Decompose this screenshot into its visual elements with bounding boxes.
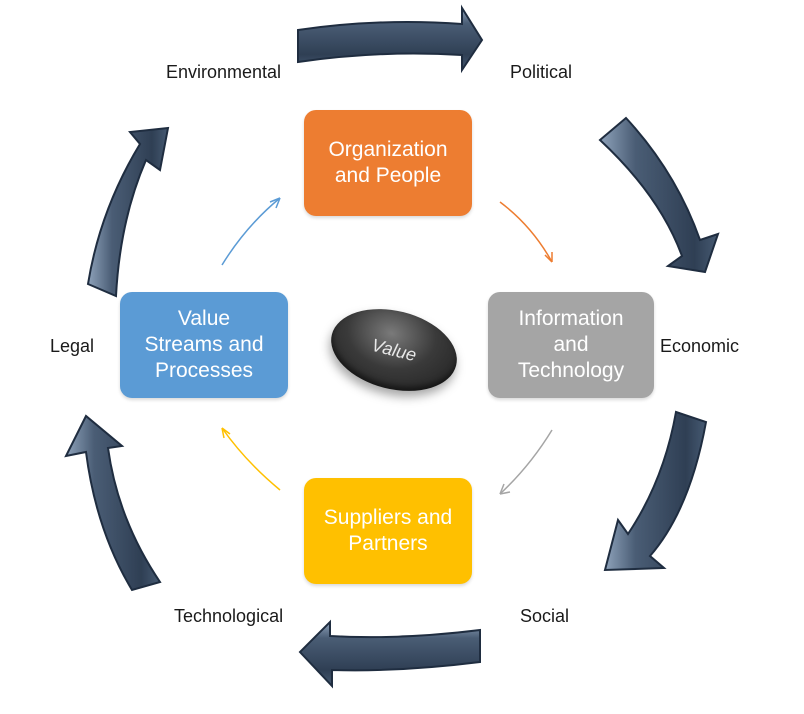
thin-curved-arrow-icon-yellow: [221, 427, 281, 491]
box-value-streams-processes-line1: Value: [177, 307, 231, 330]
factor-political: Political: [510, 62, 573, 82]
box-organization-people-line2: and People: [334, 164, 442, 187]
curved-block-arrow-icon-bottom: [298, 619, 481, 689]
box-suppliers-partners-line2: Partners: [348, 532, 428, 555]
box-suppliers-partners: Suppliers and Partners: [304, 478, 472, 584]
box-information-technology-line3: Technology: [517, 359, 625, 382]
box-organization-people-line1: Organization: [328, 138, 448, 161]
factor-economic: Economic: [660, 336, 740, 356]
curved-block-arrow-icon-upper-left: [86, 126, 170, 298]
thin-curved-arrow-icon-blue: [221, 197, 281, 266]
box-information-technology-line2: and: [553, 333, 589, 356]
curved-block-arrow-icon-upper-right: [598, 116, 720, 274]
factor-technological: Technological: [174, 606, 284, 626]
box-information-technology-line1: Information: [518, 307, 624, 330]
box-value-streams-processes-line2: Streams and: [144, 333, 264, 356]
curved-block-arrow-icon-top: [297, 4, 484, 74]
box-organization-people: Organization and People: [304, 110, 472, 216]
box-suppliers-partners-line1: Suppliers and: [323, 506, 453, 529]
thin-curved-arrow-icon-orange: [499, 201, 553, 263]
factor-legal: Legal: [50, 336, 95, 356]
box-value-streams-processes: Value Streams and Processes: [120, 292, 288, 398]
factor-environmental: Environmental: [166, 62, 282, 82]
thin-curved-arrow-icon-gray: [499, 429, 553, 495]
box-information-technology: Information and Technology: [488, 292, 654, 398]
curved-block-arrow-icon-lower-right: [603, 410, 708, 572]
factor-social: Social: [520, 606, 570, 626]
curved-block-arrow-icon-lower-left: [64, 414, 162, 592]
box-value-streams-processes-line3: Processes: [154, 359, 254, 382]
value-label: Value: [369, 334, 419, 365]
